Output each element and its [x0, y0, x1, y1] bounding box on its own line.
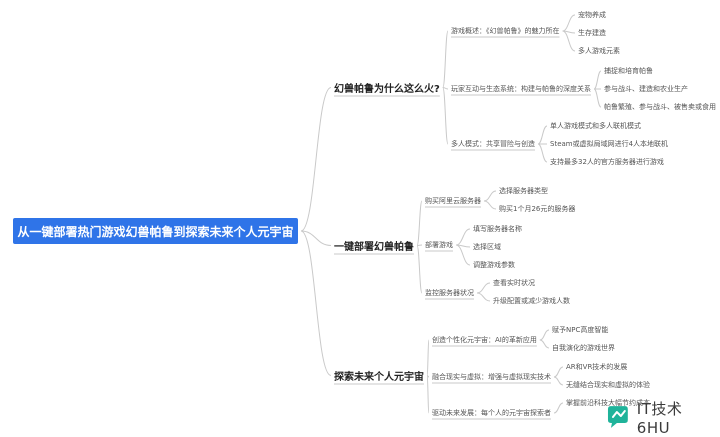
topic-future-explorer[interactable]: 驱动未来发展：每个人的元宇宙探索者 — [432, 409, 551, 417]
connector-line — [476, 282, 491, 294]
branch-future-metaverse[interactable]: 探索未来个人元宇宙 — [334, 372, 424, 383]
connector-line — [562, 30, 576, 52]
leaf-upgrade-config[interactable]: 升级配置或减少游戏人数 — [493, 297, 570, 305]
leaf-pet-raising[interactable]: 宠物养成 — [578, 11, 606, 19]
connector-line — [416, 200, 423, 246]
connector-line — [442, 87, 449, 90]
topic-ai-metaverse[interactable]: 创造个性化元宇宙：AI的革新应用 — [432, 336, 537, 344]
connector-line — [483, 190, 497, 202]
leaf-server-name[interactable]: 填写服务器名称 — [473, 225, 522, 233]
connector-line — [553, 402, 564, 414]
topic-interaction-ecosystem[interactable]: 玩家互动与生态系统：构建与帕鲁的深度关系 — [451, 85, 591, 93]
root-node[interactable]: 从一键部署热门游戏幻兽帕鲁到探索未来个人元宇宙 — [13, 218, 298, 244]
connector-line — [426, 375, 430, 414]
connector-line — [539, 329, 550, 341]
topic-ar-vr[interactable]: 融合现实与虚拟：增强与虚拟现实技术 — [432, 373, 551, 381]
topic-multiplayer-mode[interactable]: 多人模式：共享冒险与创造 — [451, 140, 535, 148]
leaf-select-region[interactable]: 选择区域 — [473, 243, 501, 251]
connector-line — [300, 230, 332, 376]
connector-line — [300, 230, 332, 246]
chat-bubble-logo-icon — [607, 406, 628, 428]
leaf-single-multi-mode[interactable]: 单人游戏模式和多人联机模式 — [550, 122, 641, 130]
topic-game-overview[interactable]: 游戏概述：《幻兽帕鲁》的魅力所在 — [451, 27, 560, 35]
topic-monitor-server[interactable]: 监控服务器状况 — [425, 289, 474, 297]
leaf-steam-lan[interactable]: Steam或虚拟局域网进行4人本地联机 — [550, 140, 669, 148]
connector-line — [455, 228, 471, 246]
watermark-text: IT技术6HU — [636, 399, 683, 437]
connector-line — [553, 376, 564, 386]
connector-line — [593, 70, 602, 90]
connector-line — [553, 366, 564, 378]
connector-line — [442, 87, 449, 145]
leaf-battle-build-farm[interactable]: 参与战斗、建造和农业生产 — [604, 85, 688, 93]
watermark: IT技术6HU — [605, 400, 715, 437]
leaf-official-32-players[interactable]: 支持最多32人的官方服务器进行游戏 — [550, 158, 664, 166]
leaf-smart-npc[interactable]: 赋予NPC高度智能 — [552, 326, 609, 334]
branch-one-click-deploy[interactable]: 一键部署幻兽帕鲁 — [334, 242, 414, 253]
leaf-survival-building[interactable]: 生存建造 — [578, 29, 606, 37]
leaf-choose-server-type[interactable]: 选择服务器类型 — [499, 187, 548, 195]
leaf-adjust-params[interactable]: 调整游戏参数 — [473, 261, 515, 269]
connector-line — [442, 30, 449, 88]
leaf-view-status[interactable]: 查看实时状况 — [493, 279, 535, 287]
connector-line — [476, 292, 491, 302]
leaf-seamless-experience[interactable]: 无缝结合现实和虚拟的体验 — [566, 381, 650, 389]
leaf-frontier-tech[interactable]: 掌握前沿科技大幅节约成本 — [566, 399, 650, 407]
connector-line — [416, 245, 423, 294]
leaf-ar-vr-tech[interactable]: AR和VR技术的发展 — [566, 363, 628, 371]
leaf-multiplayer-elements[interactable]: 多人游戏元素 — [578, 47, 620, 55]
connector-line — [300, 87, 332, 232]
connector-line — [539, 339, 550, 349]
leaf-buy-26-server[interactable]: 购买1个月26元的服务器 — [499, 205, 576, 213]
topic-buy-server[interactable]: 购买阿里云服务器 — [425, 197, 481, 205]
connector-line — [593, 88, 602, 108]
connector-line — [483, 200, 497, 210]
leaf-capture-breed[interactable]: 捕捉和培育帕鲁 — [604, 67, 653, 75]
connector-line — [537, 125, 548, 145]
connector-line — [426, 339, 430, 376]
connector-line — [455, 244, 471, 266]
branch-popularity[interactable]: 幻兽帕鲁为什么这么火? — [334, 84, 440, 95]
topic-deploy-game[interactable]: 部署游戏 — [425, 241, 453, 249]
leaf-self-evolving-world[interactable]: 自我演化的游戏世界 — [552, 344, 615, 352]
connector-line — [562, 14, 576, 32]
connector-line — [537, 143, 548, 163]
leaf-breed-sell-eat[interactable]: 帕鲁繁殖、参与战斗、被售卖或食用 — [604, 103, 716, 111]
connector-line — [416, 244, 423, 246]
